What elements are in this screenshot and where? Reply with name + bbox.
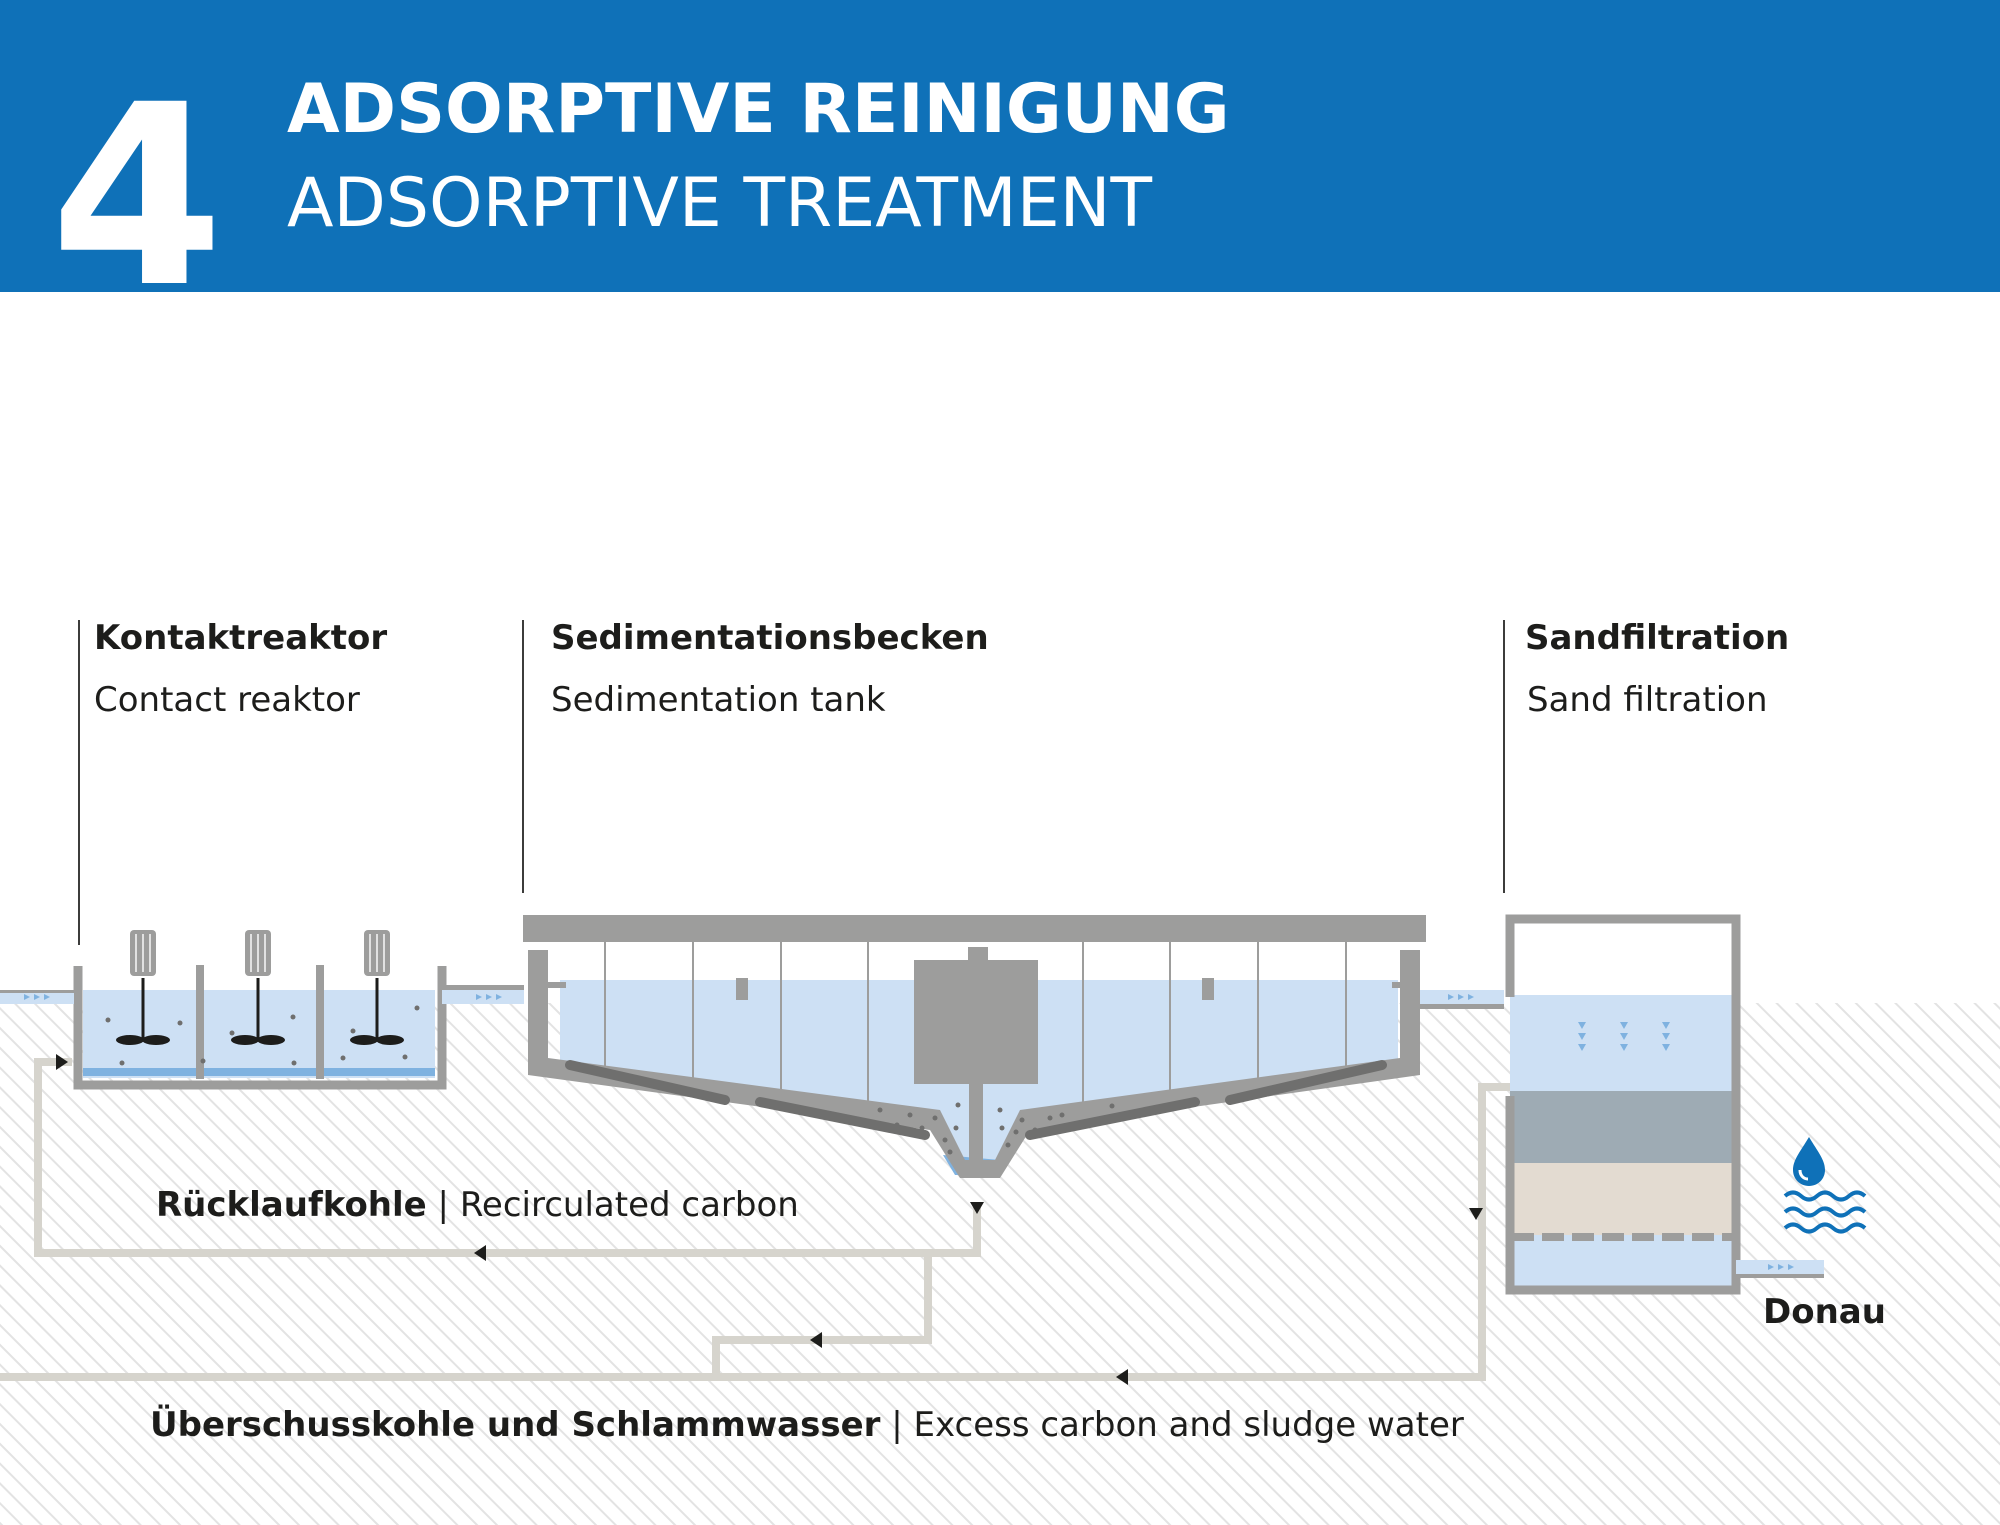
stage-sand-name-de: Sandfiltration — [1525, 618, 1790, 658]
title-english: ADSORPTIVE TREATMENT — [287, 164, 1153, 243]
clarifier-bridge — [523, 915, 1426, 942]
step-number: 4 — [50, 51, 224, 293]
impeller-icon — [141, 978, 379, 1040]
contact-reactor — [73, 930, 447, 1090]
central-drive — [914, 960, 1038, 1084]
outlet-label: Donau — [1763, 1292, 1886, 1332]
excess-label-de: Überschusskohle und Schlammwasser — [150, 1405, 881, 1445]
recirculated-carbon-pipe — [34, 1058, 981, 1257]
agitator-motor-icon — [130, 930, 390, 976]
excess-sludge-pipe — [0, 1083, 1510, 1381]
excess-carbon-pipe-a — [712, 1249, 977, 1377]
return-pipes — [0, 1058, 1510, 1381]
flow-arrows — [56, 1054, 1483, 1385]
scraper-arms — [565, 1060, 1387, 1140]
stage-contact-name-de: Kontaktreaktor — [94, 618, 388, 658]
header-banner: 4 ADSORPTIVE REINIGUNG ADSORPTIVE TREATM… — [0, 0, 2000, 292]
stage-sand-name-en: Sand filtration — [1527, 680, 1768, 720]
recirculated-label-de: Rücklaufkohle — [156, 1185, 427, 1225]
recirculated-label-en: Recirculated carbon — [459, 1185, 799, 1225]
recirculated-carbon-label: Rücklaufkohle | Recirculated carbon — [156, 1185, 799, 1225]
gravel-layer — [1510, 1091, 1736, 1163]
carbon-particles — [105, 1005, 420, 1066]
water-drop-waves-icon — [1783, 1137, 1867, 1234]
recirculated-label-separator: | — [437, 1185, 450, 1225]
stage-sedimentation-name-de: Sedimentationsbecken — [551, 618, 989, 658]
title-german: ADSORPTIVE REINIGUNG — [287, 70, 1230, 149]
excess-label-separator: | — [891, 1405, 903, 1445]
sand-filter — [1505, 914, 1741, 1295]
settling-particles — [877, 1102, 1115, 1155]
excess-label-en: Excess carbon and sludge water — [913, 1405, 1464, 1445]
flow-down-arrows — [1578, 1022, 1670, 1051]
sedimentation-tank — [523, 915, 1426, 1178]
stage-contact-name-en: Contact reaktor — [94, 680, 360, 720]
pipe-contact-to-sedimentation — [442, 990, 524, 1004]
excess-carbon-label: Überschusskohle und Schlammwasser | Exce… — [150, 1405, 1464, 1445]
stage-sedimentation-name-en: Sedimentation tank — [551, 680, 886, 720]
label-leader-lines — [78, 620, 1505, 945]
ground-hatch — [0, 1003, 2000, 1525]
sand-layer — [1510, 1163, 1736, 1235]
